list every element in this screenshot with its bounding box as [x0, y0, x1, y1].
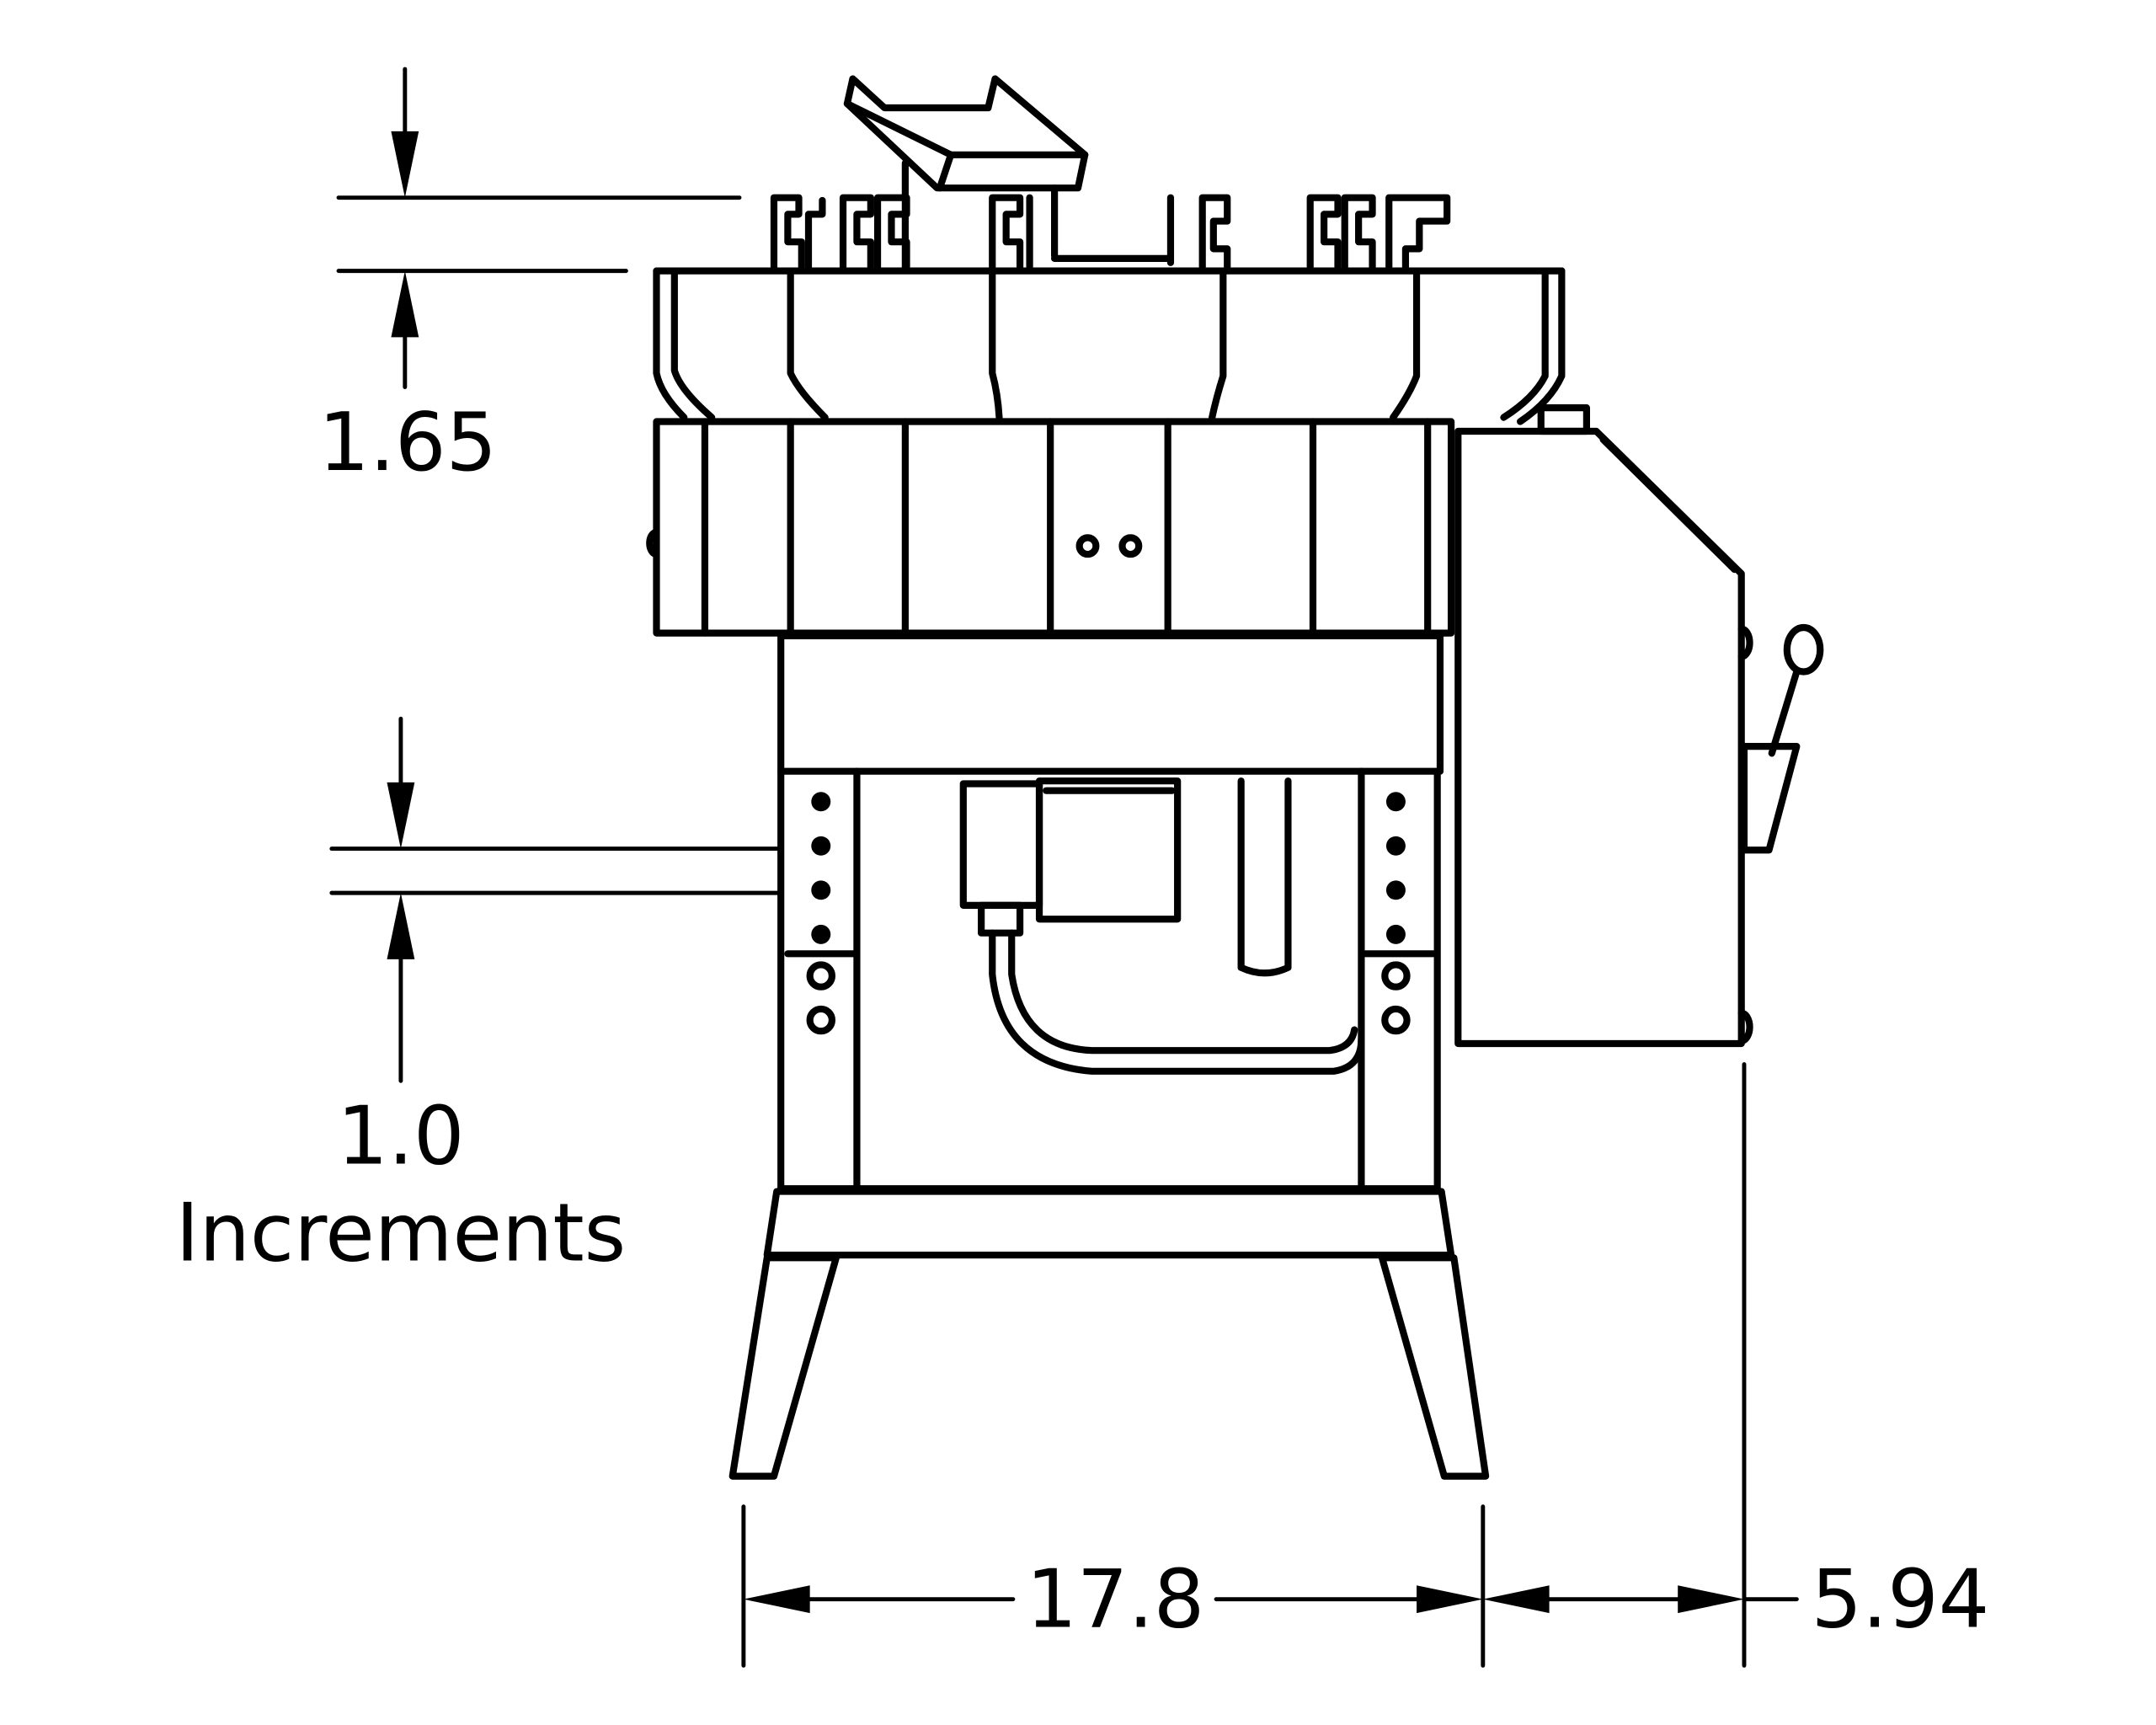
- motor-assembly: [959, 777, 1365, 1075]
- dimension-width: 17.8: [741, 1062, 1747, 1668]
- adjustment-holes: [806, 792, 1411, 1035]
- dimension-label-increment-value: 1.0: [337, 1091, 464, 1183]
- frame: [728, 632, 1490, 1480]
- handle-lever: [1740, 623, 1824, 854]
- hopper-band: [653, 418, 1455, 637]
- dimension-label-width: 17.8: [1026, 1553, 1204, 1646]
- dimension-label-side-offset: 5.94: [1811, 1553, 1989, 1646]
- dimension-increments: 1.0 Increments: [176, 716, 783, 1280]
- control-box: [646, 404, 1753, 1048]
- dimension-top-gap: 1.65: [318, 67, 742, 489]
- rail-profiles: [770, 194, 1451, 270]
- hopper-bowl: [653, 267, 1566, 425]
- dimension-label-increments: Increments: [176, 1188, 627, 1280]
- dimension-side-offset: 5.94: [1482, 1553, 1989, 1646]
- dimension-label-top-gap: 1.65: [318, 397, 497, 489]
